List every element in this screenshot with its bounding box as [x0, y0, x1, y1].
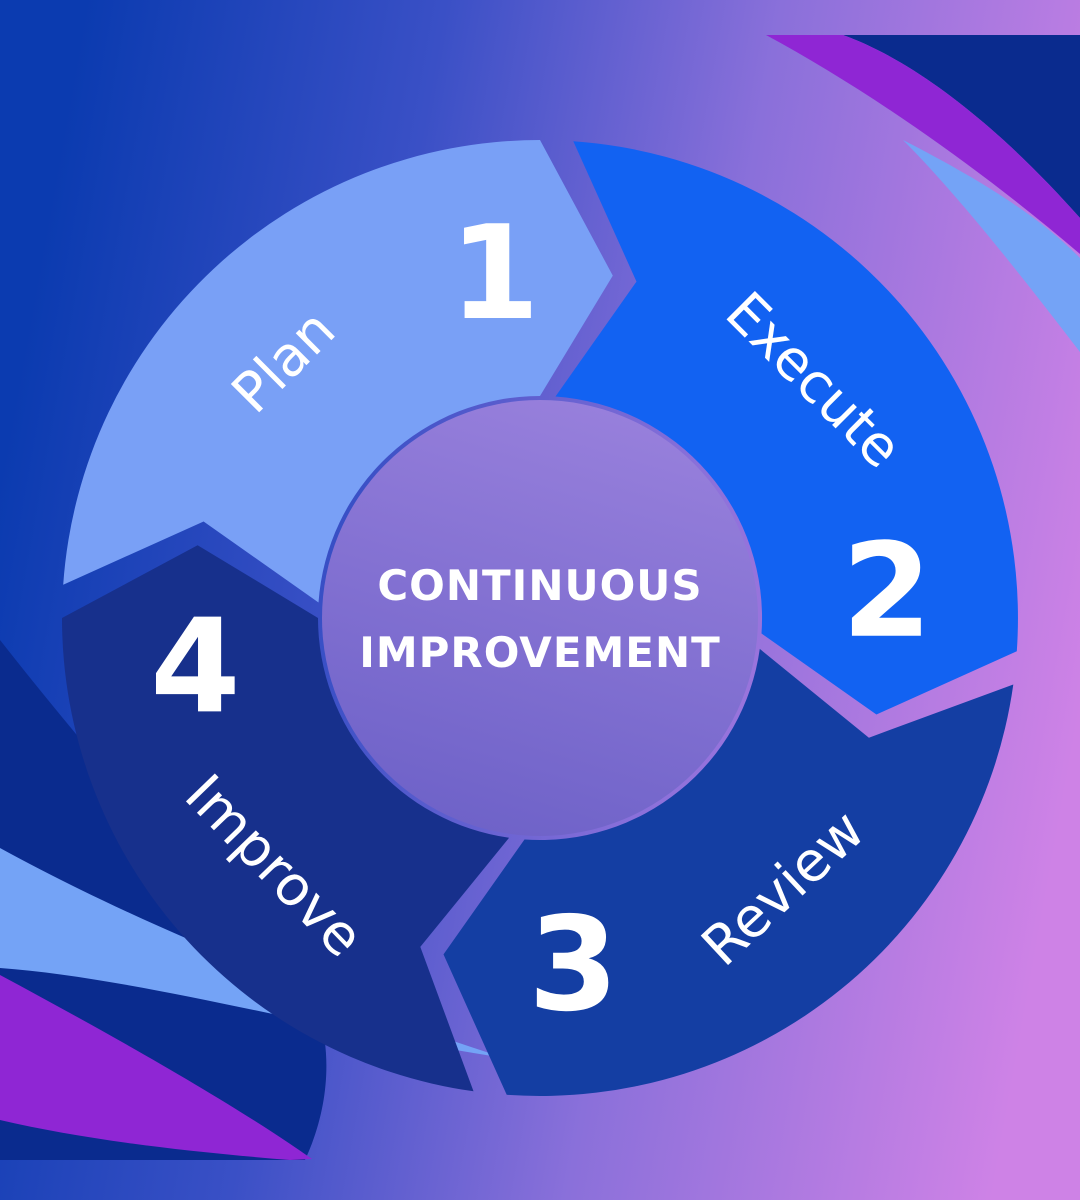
center-circle — [322, 400, 758, 836]
corner-swoosh-blue-top-right — [903, 140, 1080, 352]
corner-blob-navy-top-right — [843, 35, 1080, 218]
segment-execute — [555, 141, 1018, 715]
corner-swoosh-purple-bottom-left — [0, 975, 312, 1160]
center-title-line-1: CONTINUOUS — [377, 561, 702, 610]
corner-swoosh-purple-top-right — [766, 35, 1080, 254]
corner-swoosh-blue-bottom-left — [0, 848, 505, 1058]
segment-number-execute: 2 — [842, 515, 932, 667]
segment-number-plan: 1 — [449, 197, 539, 349]
segment-improve — [62, 545, 510, 1092]
center-title-line-2: IMPROVEMENT — [359, 628, 721, 677]
segment-number-improve: 4 — [150, 590, 240, 742]
segment-number-review: 3 — [528, 888, 618, 1040]
segment-review — [443, 648, 1014, 1096]
segment-plan — [63, 140, 613, 603]
